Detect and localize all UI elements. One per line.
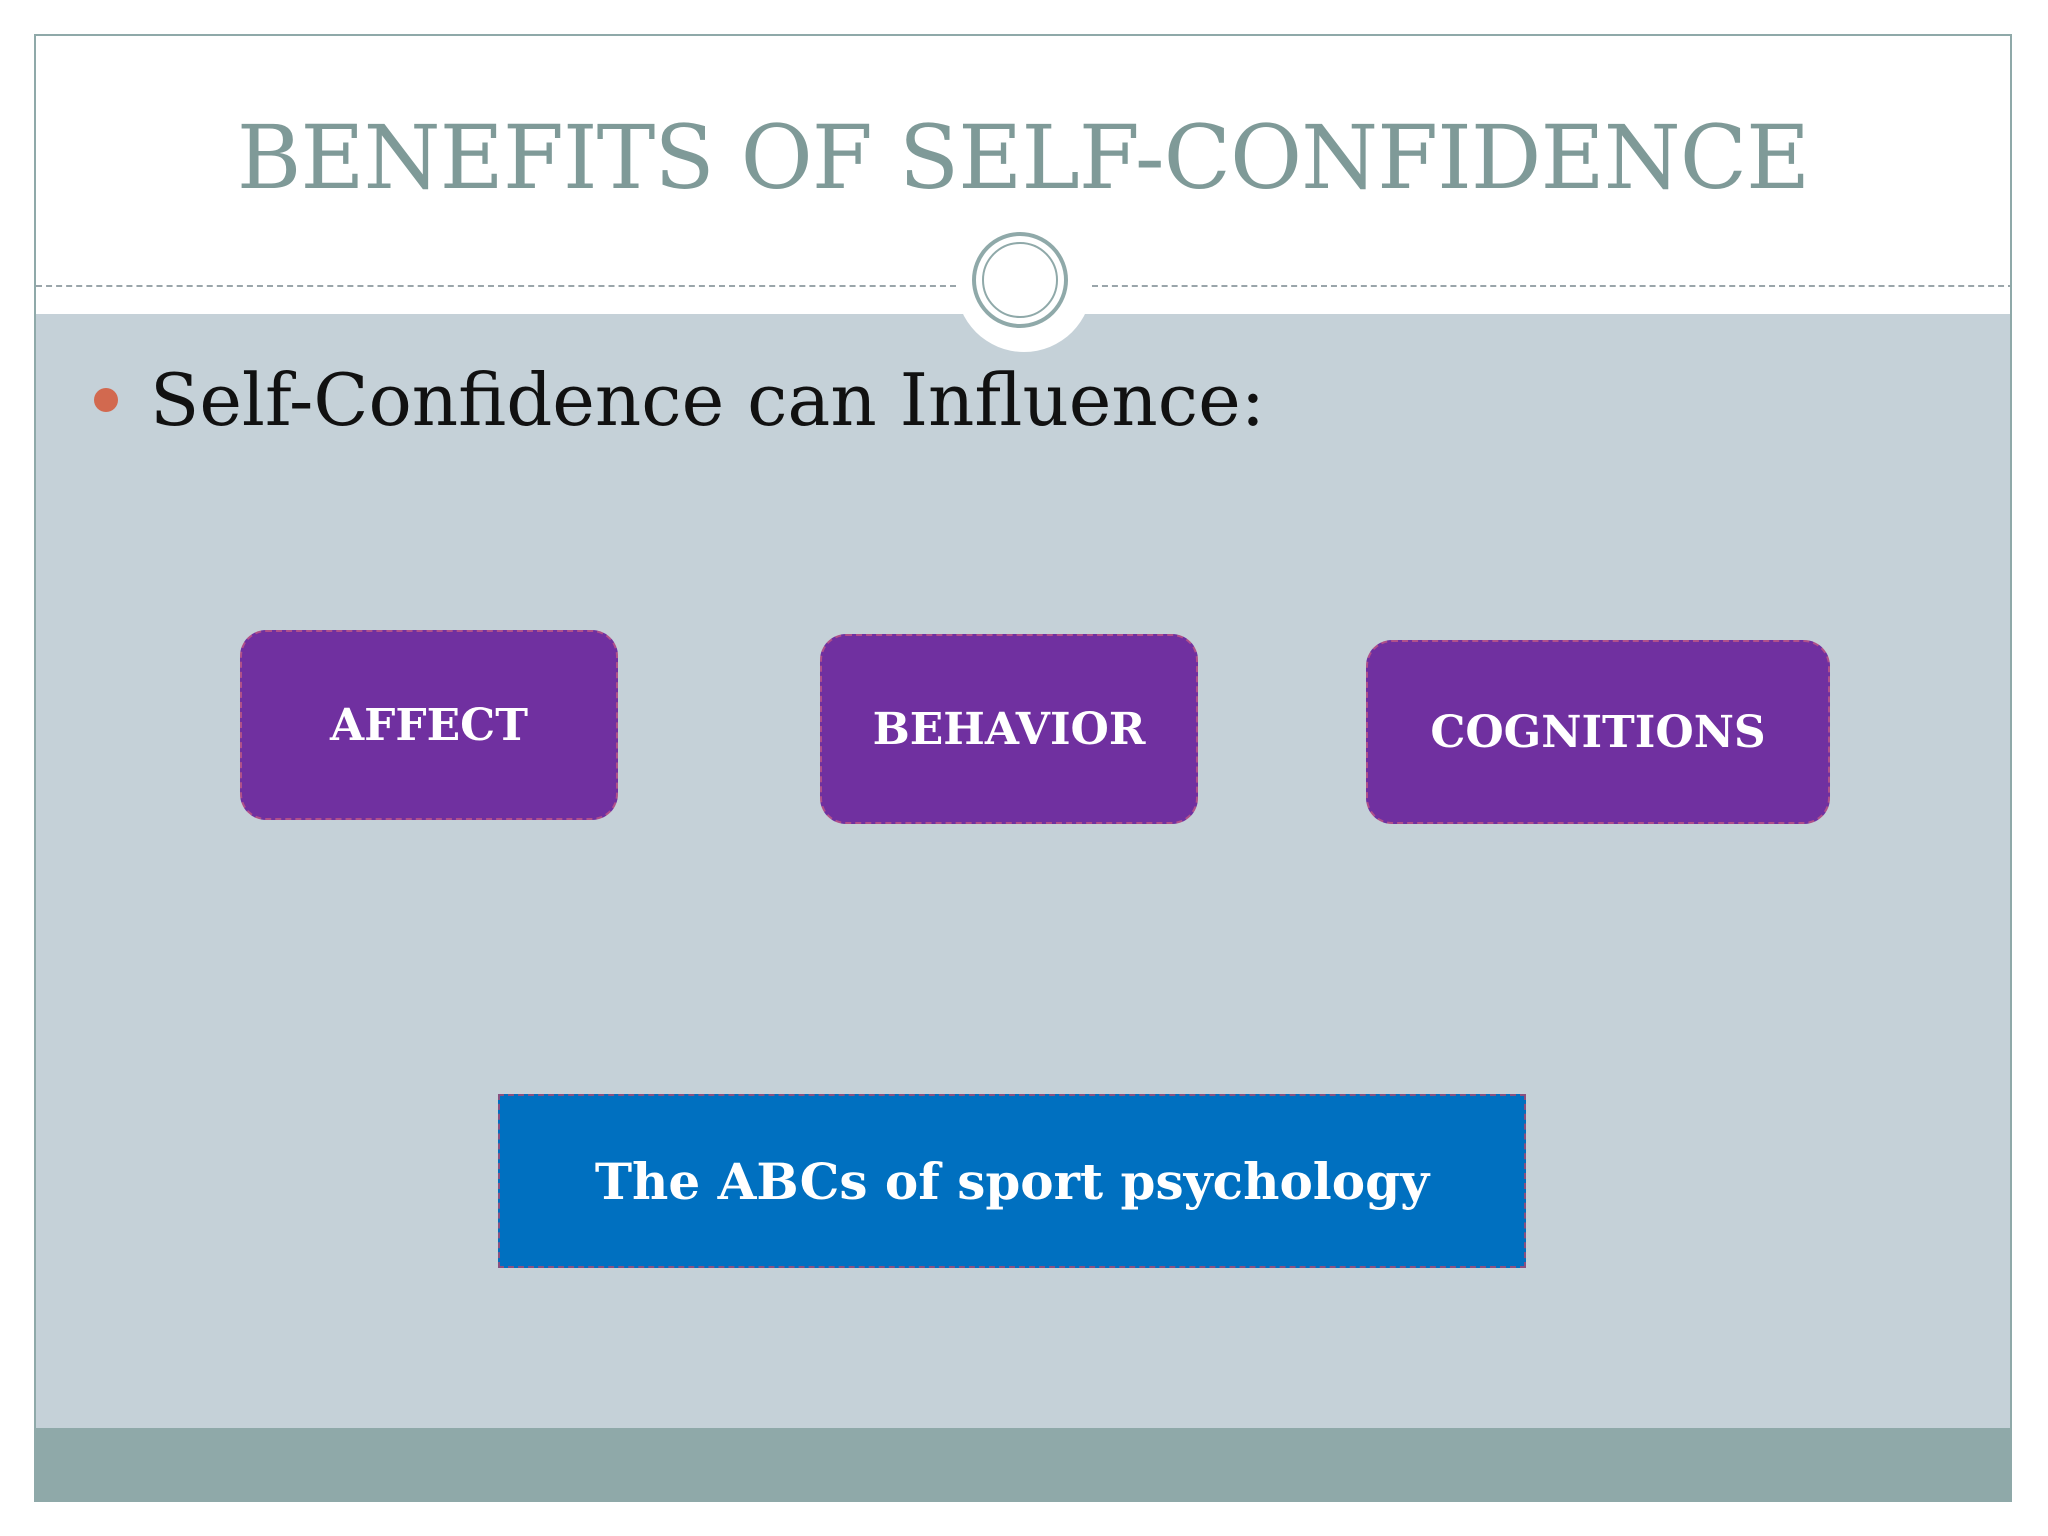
cognitions-box: COGNITIONS xyxy=(1366,640,1830,824)
divider-right xyxy=(1092,285,2010,287)
divider-left xyxy=(36,285,956,287)
slide-title: BENEFITS OF SELF-CONFIDENCE xyxy=(236,106,1811,209)
footer-band xyxy=(36,1428,2010,1500)
abcs-summary-box: The ABCs of sport psychology xyxy=(498,1094,1526,1268)
ornament-inner-ring xyxy=(982,242,1058,318)
bullet-dot-icon xyxy=(94,388,118,412)
bullet-text: Self-Confidence can Influence: xyxy=(150,358,1265,442)
slide: BENEFITS OF SELF-CONFIDENCE Self-Confide… xyxy=(34,34,2012,1502)
double-ring-ornament-icon xyxy=(972,232,1068,328)
affect-box: AFFECT xyxy=(240,630,618,820)
behavior-box: BEHAVIOR xyxy=(820,634,1198,824)
